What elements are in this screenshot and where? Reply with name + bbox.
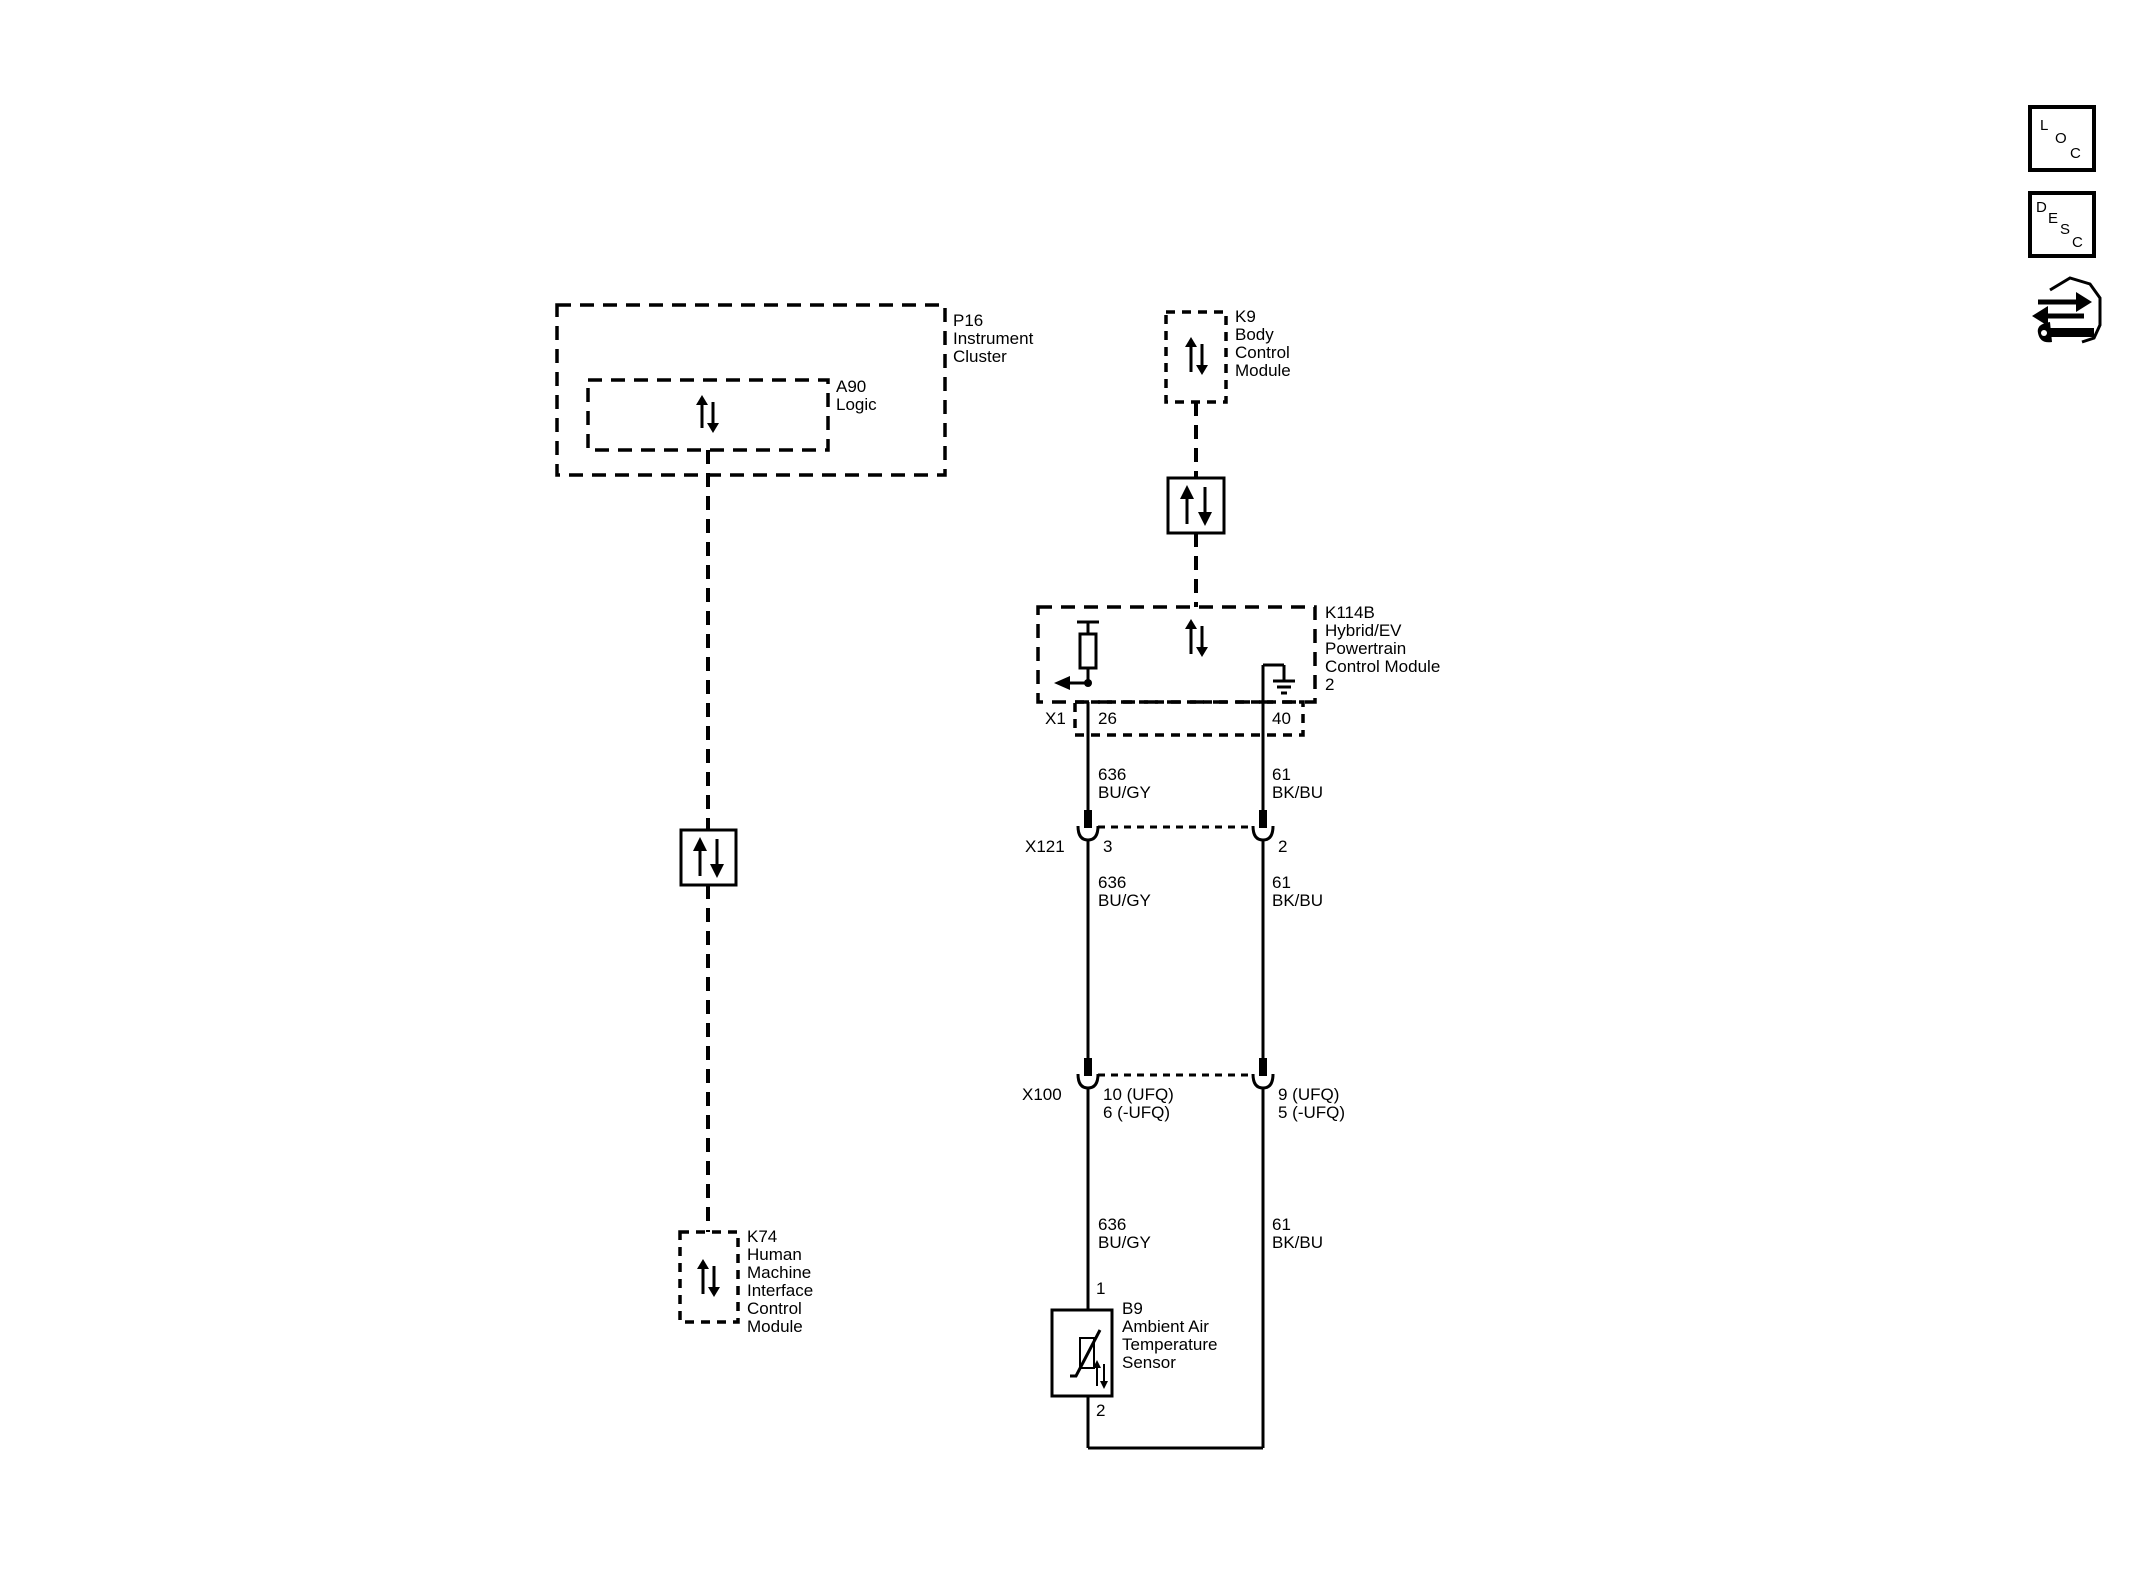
- desc-letter: D: [2036, 199, 2047, 216]
- x100-pin: 6 (-UFQ): [1103, 1103, 1170, 1122]
- k9-id: K9: [1235, 307, 1256, 326]
- p16-label-line: Instrument: [953, 329, 1034, 348]
- k9-label-line: Control: [1235, 343, 1290, 362]
- description-button[interactable]: D E S C: [2028, 191, 2096, 258]
- k74-label-line: Module: [747, 1317, 803, 1336]
- desc-letter: S: [2060, 221, 2070, 238]
- x121-pin: 2: [1278, 837, 1287, 856]
- wire-color-label: BU/GY: [1098, 783, 1151, 802]
- desc-letter: E: [2048, 210, 2058, 227]
- k114b-powertrain-control-module: K114B Hybrid/EV Powertrain Control Modul…: [1036, 603, 1440, 704]
- k114b-label-line: Control Module: [1325, 657, 1440, 676]
- loc-letter: O: [2055, 130, 2067, 147]
- wire-61-ground: [1088, 702, 1265, 1450]
- loc-letter: C: [2070, 145, 2081, 162]
- x100-label: X100: [1022, 1085, 1062, 1104]
- k74-label-line: Control: [747, 1299, 802, 1318]
- wire-circuit-label: 636: [1098, 1215, 1126, 1234]
- a90-logic: A90 Logic: [586, 377, 877, 452]
- b9-id: B9: [1122, 1299, 1143, 1318]
- a90-label-line: Logic: [836, 395, 877, 414]
- k74-hmi-control-module: K74 Human Machine Interface Control Modu…: [678, 1227, 813, 1336]
- wire-color-label: BK/BU: [1272, 1233, 1323, 1252]
- wire-circuit-label: 61: [1272, 765, 1291, 784]
- bidirectional-arrow-icon: [1185, 337, 1208, 375]
- k74-label-line: Interface: [747, 1281, 813, 1300]
- connector-x1: X1 26 40: [1045, 700, 1305, 737]
- k9-body-control-module: K9 Body Control Module: [1164, 307, 1291, 404]
- p16-label-line: Cluster: [953, 347, 1007, 366]
- k114b-label-line: Powertrain: [1325, 639, 1406, 658]
- wire-color-label: BK/BU: [1272, 783, 1323, 802]
- x121-pin: 3: [1103, 837, 1112, 856]
- wire-color-label: BK/BU: [1272, 891, 1323, 910]
- k114b-label-line: 2: [1325, 675, 1334, 694]
- arrow-wrench-icon[interactable]: [2032, 276, 2102, 344]
- connector-x100: X100 10 (UFQ) 6 (-UFQ) 9 (UFQ) 5 (-UFQ): [1022, 1058, 1345, 1122]
- k74-label-line: Machine: [747, 1263, 811, 1282]
- loc-letter: L: [2040, 117, 2048, 134]
- bidirectional-arrow-icon: [696, 395, 719, 433]
- k74-id: K74: [747, 1227, 777, 1246]
- sensor-pin: 2: [1096, 1401, 1105, 1420]
- x1-label: X1: [1045, 709, 1066, 728]
- pull-up-resistor-icon: [1054, 620, 1099, 690]
- x100-pin: 9 (UFQ): [1278, 1085, 1339, 1104]
- b9-label-line: Temperature: [1122, 1335, 1217, 1354]
- location-button[interactable]: L O C: [2028, 105, 2096, 172]
- wire-circuit-label: 61: [1272, 1215, 1291, 1234]
- ground-icon: [1261, 663, 1295, 702]
- wire-circuit-label: 61: [1272, 873, 1291, 892]
- b9-label-line: Ambient Air: [1122, 1317, 1209, 1336]
- thermistor-icon: [1070, 1329, 1108, 1389]
- x121-label: X121: [1025, 837, 1065, 856]
- wire-circuit-label: 636: [1098, 873, 1126, 892]
- p16-id: P16: [953, 311, 983, 330]
- k9-label-line: Body: [1235, 325, 1274, 344]
- p16-instrument-cluster: P16 Instrument Cluster: [555, 303, 1034, 477]
- serial-data-link-icon: [679, 828, 738, 887]
- x100-pin: 5 (-UFQ): [1278, 1103, 1345, 1122]
- k114b-id: K114B: [1325, 603, 1375, 622]
- desc-letter: C: [2072, 234, 2083, 251]
- a90-id: A90: [836, 377, 866, 396]
- k114b-label-line: Hybrid/EV: [1325, 621, 1402, 640]
- k74-label-line: Human: [747, 1245, 802, 1264]
- sensor-pin: 1: [1096, 1279, 1105, 1298]
- k9-label-line: Module: [1235, 361, 1291, 380]
- wire-circuit-label: 636: [1098, 765, 1126, 784]
- x100-pin: 10 (UFQ): [1103, 1085, 1174, 1104]
- connector-x121: X121 3 2: [1025, 810, 1287, 856]
- bidirectional-arrow-icon: [697, 1259, 720, 1297]
- b9-label-line: Sensor: [1122, 1353, 1176, 1372]
- wire-color-label: BU/GY: [1098, 891, 1151, 910]
- serial-data-link-icon: [1166, 476, 1226, 535]
- x1-pin: 40: [1272, 709, 1291, 728]
- bidirectional-arrow-icon: [1185, 619, 1208, 657]
- wire-color-label: BU/GY: [1098, 1233, 1151, 1252]
- x1-pin: 26: [1098, 709, 1117, 728]
- b9-ambient-air-temperature-sensor: 1 2 B9 Ambient Air Temperature Sensor: [1050, 1279, 1217, 1420]
